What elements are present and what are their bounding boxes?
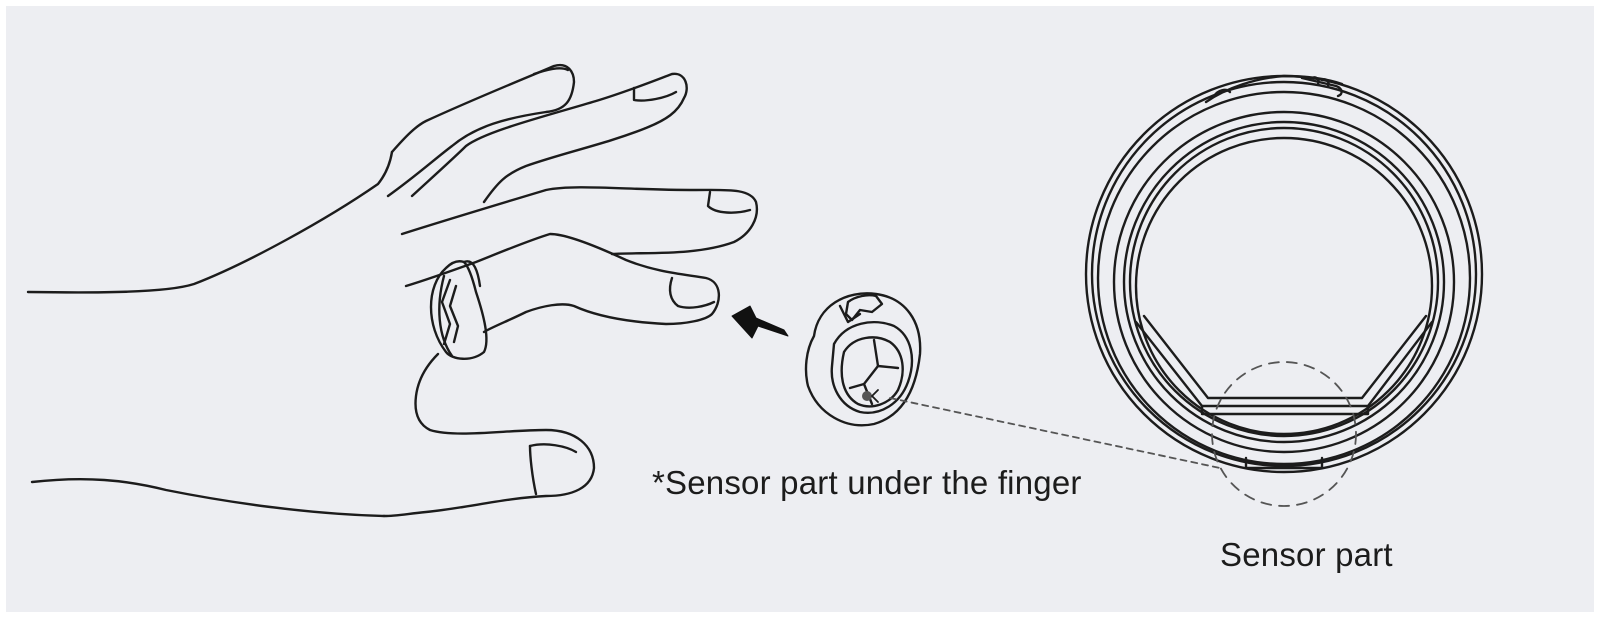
sensor-dot-icon — [862, 391, 872, 401]
ring-wearing-illustration — [26, 63, 1484, 518]
sensor-under-finger-label: *Sensor part under the finger — [652, 464, 1082, 501]
arrow-left-icon — [731, 305, 789, 339]
diagram-panel: *Sensor part under the finger Sensor par… — [6, 6, 1594, 612]
hand-illustration — [26, 63, 759, 518]
smart-ring-small-icon — [804, 292, 922, 427]
smart-ring-large-icon — [1084, 74, 1484, 474]
sensor-part-label: Sensor part — [1220, 536, 1393, 573]
connector-line — [889, 397, 1221, 469]
sensor-highlight-circle — [1211, 361, 1357, 507]
small-arrow-icon — [871, 389, 879, 403]
